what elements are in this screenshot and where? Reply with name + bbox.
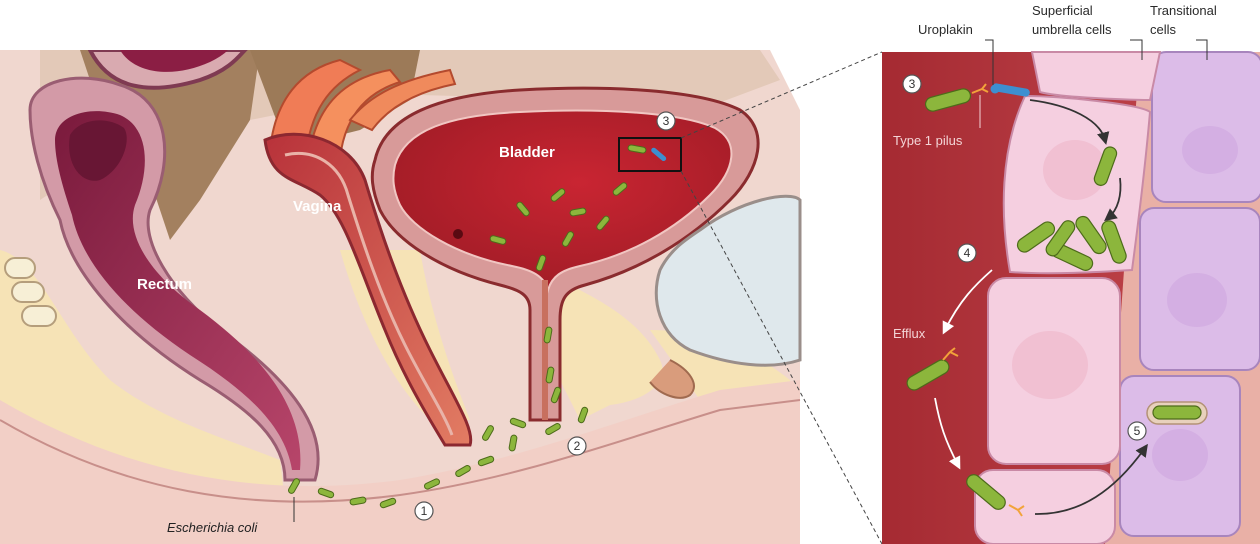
label-superficial-1: Superficial (1032, 3, 1093, 18)
label-type1-pilus: Type 1 pilus (893, 133, 963, 148)
step-2: 2 (568, 437, 586, 455)
step-3-inset: 3 (903, 75, 921, 93)
label-transitional-1: Transitional (1150, 3, 1217, 18)
svg-text:1: 1 (421, 504, 428, 518)
inset-panel: 3 4 5 Type 1 pilus Efflux (882, 52, 1260, 544)
label-transitional-2: cells (1150, 22, 1177, 37)
label-superficial-2: umbrella cells (1032, 22, 1112, 37)
svg-text:3: 3 (663, 114, 670, 128)
step-1: 1 (415, 502, 433, 520)
label-vagina: Vagina (293, 198, 342, 215)
label-bladder: Bladder (499, 144, 555, 161)
pelvic-anatomy (0, 50, 800, 544)
label-ecoli: Escherichia coli (167, 520, 258, 535)
step-5: 5 (1128, 422, 1146, 440)
svg-text:3: 3 (909, 77, 916, 91)
svg-text:4: 4 (964, 246, 971, 260)
step-4: 4 (958, 244, 976, 262)
label-rectum: Rectum (137, 276, 192, 293)
label-uroplakin: Uroplakin (918, 22, 973, 37)
svg-text:2: 2 (574, 439, 581, 453)
step-3-main: 3 (657, 112, 675, 130)
label-efflux: Efflux (893, 326, 926, 341)
svg-text:5: 5 (1134, 424, 1141, 438)
